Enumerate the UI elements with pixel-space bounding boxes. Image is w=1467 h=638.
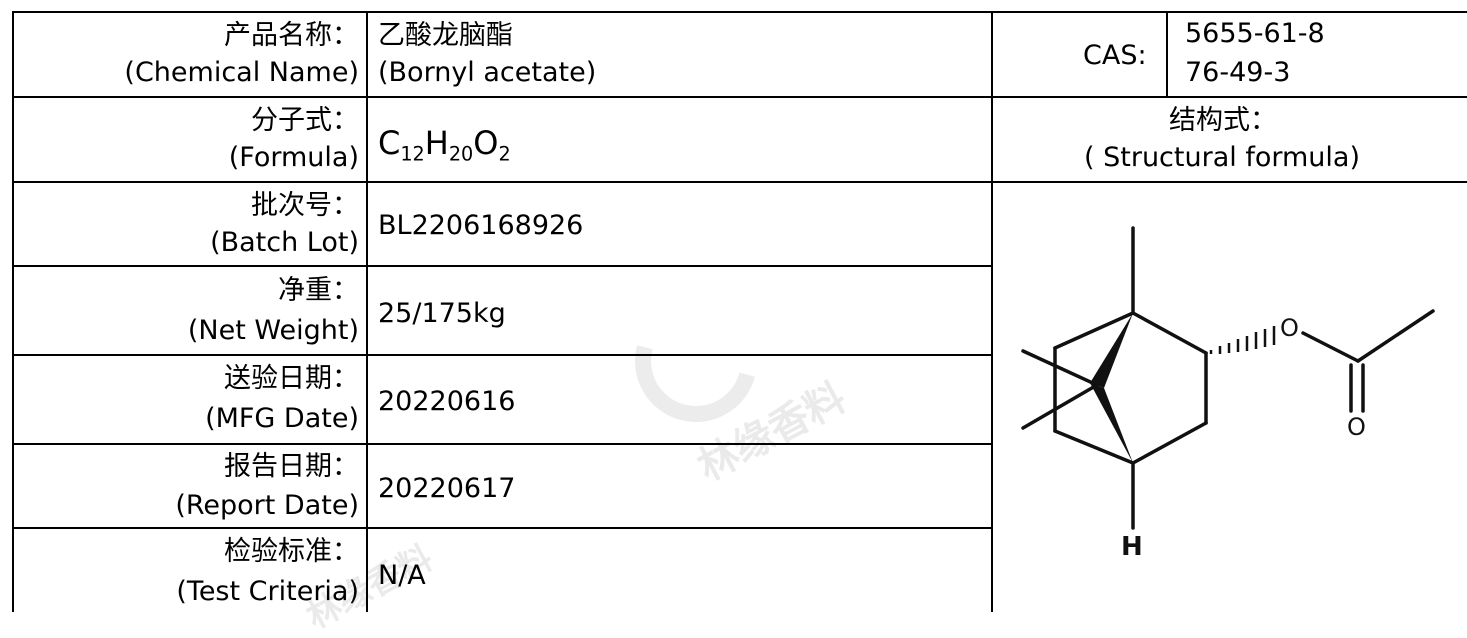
value-report-date: 20220617 <box>378 473 516 504</box>
bond-o-carbonyl <box>1301 331 1360 363</box>
atom-o-carbonyl: O <box>1347 413 1366 441</box>
value-net-weight: 25/175kg <box>378 298 506 329</box>
cas-label: CAS: <box>1083 40 1147 71</box>
atom-o-ester: O <box>1280 314 1299 342</box>
label-batch-lot: 批次号： (Batch Lot) <box>210 190 359 258</box>
formula-text: C12H20O2 <box>378 124 511 166</box>
value-mfg-date: 20220616 <box>378 386 516 417</box>
bond-gem-methyl-1 <box>1021 349 1099 387</box>
structural-formula-header: 结构式： ( Structural formula) <box>1084 105 1360 173</box>
table-border-left <box>12 11 14 612</box>
label-mfg-date: 送验日期： (MFG Date) <box>205 363 359 434</box>
table-border-top <box>12 11 1467 13</box>
label-formula: 分子式： (Formula) <box>228 105 359 173</box>
col-divider-cas <box>1166 11 1168 97</box>
bond-c3-c4 <box>1131 421 1208 465</box>
bond-hashed-c2-o <box>1209 326 1276 354</box>
row-divider-6 <box>12 527 992 529</box>
label-chemical-name: 产品名称： (Chemical Name) <box>124 20 359 88</box>
row-divider-4 <box>12 354 992 356</box>
col-divider-1 <box>366 11 368 612</box>
bond-bridge-wedge-top <box>1090 313 1133 388</box>
value-formula: C12H20O2 <box>378 98 978 181</box>
col-divider-2 <box>991 11 993 612</box>
bond-c1-c6 <box>1053 311 1135 350</box>
value-chemical-name: 乙酸龙脑酯 (Bornyl acetate) <box>378 20 597 88</box>
label-report-date: 报告日期： (Report Date) <box>175 451 359 521</box>
cas-values: 5655-61-8 76-49-3 <box>1185 18 1325 88</box>
row-divider-2 <box>12 181 1467 183</box>
row-divider-1 <box>12 96 1467 98</box>
bond-gem-methyl-2 <box>1021 383 1099 430</box>
report-sheet: 林缘香料 林缘香料 产品名称： (Chemical Name) 乙酸龙脑酯 (B… <box>12 11 1467 637</box>
row-divider-3 <box>12 265 992 267</box>
label-test-criteria: 检验标准： (Test Criteria) <box>176 536 359 607</box>
bond-c5-c4 <box>1053 429 1135 465</box>
atom-h: H <box>1121 532 1143 562</box>
structural-formula-diagram: O O H <box>1021 226 1435 562</box>
bond-carbonyl-methyl <box>1356 309 1435 363</box>
label-net-weight: 净重： (Net Weight) <box>187 275 359 346</box>
row-divider-5 <box>12 443 992 445</box>
value-test-criteria: N/A <box>378 560 426 591</box>
bond-c1-c2 <box>1131 311 1208 355</box>
value-batch-lot: BL2206168926 <box>378 210 584 241</box>
bond-bridge-wedge-bottom <box>1090 383 1133 463</box>
